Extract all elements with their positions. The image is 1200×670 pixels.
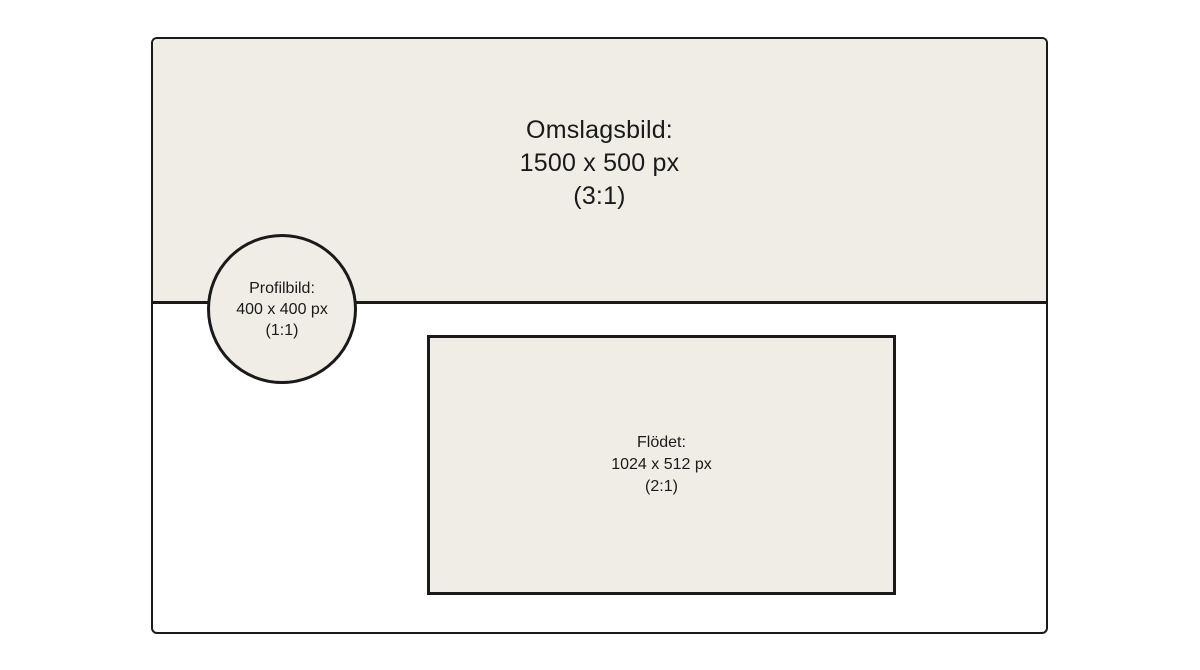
profile-image-area: Profilbild: 400 x 400 px (1:1): [207, 234, 357, 384]
feed-label: Flödet:: [637, 434, 686, 451]
feed-image-area: Flödet: 1024 x 512 px (2:1): [427, 335, 896, 595]
cover-label: Omslagsbild:: [526, 115, 673, 144]
cover-size: 1500 x 500 px: [519, 148, 680, 177]
profile-size: 400 x 400 px: [236, 300, 328, 318]
cover-ratio: (3:1): [573, 181, 626, 210]
profile-ratio: (1:1): [265, 321, 299, 339]
feed-size: 1024 x 512 px: [611, 456, 712, 473]
feed-ratio: (2:1): [645, 478, 678, 495]
profile-label: Profilbild:: [249, 279, 315, 297]
